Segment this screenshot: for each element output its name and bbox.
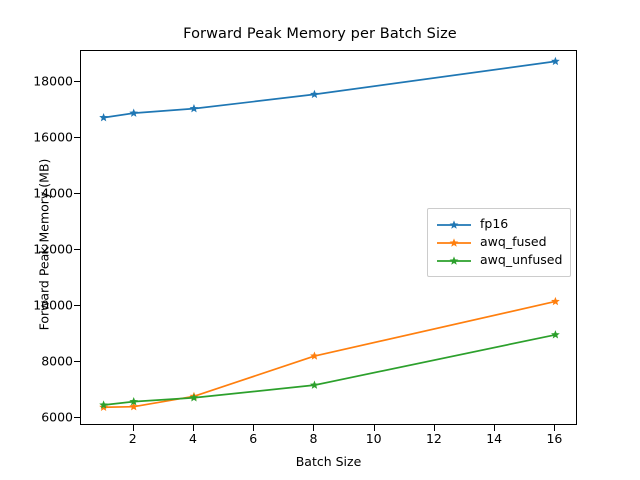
y-tick-mark — [74, 416, 80, 418]
legend-label: awq_fused — [480, 234, 547, 249]
data-point-marker — [551, 296, 560, 306]
y-tick-label: 10000 — [33, 297, 73, 313]
x-tick-mark — [554, 425, 556, 431]
y-tick-mark — [74, 136, 80, 138]
x-tick-label: 12 — [425, 431, 442, 446]
series-awq_fused — [99, 296, 560, 411]
data-point-marker — [99, 113, 108, 122]
y-tick-label: 16000 — [33, 129, 73, 145]
plot-series-svg — [99, 56, 560, 411]
data-point-marker — [129, 397, 139, 406]
x-tick-mark — [494, 425, 496, 431]
y-tick-mark — [74, 304, 80, 306]
y-axis-tick-labels: 6000 8000 10000 12000 14000 16000 18000 — [7, 0, 73, 480]
x-tick-label: 14 — [486, 431, 503, 446]
legend-marker-icon — [436, 235, 472, 249]
series-fp16 — [99, 56, 560, 122]
legend-item-fp16[interactable]: fp16 — [436, 215, 562, 233]
series-line — [102, 333, 557, 406]
x-tick-mark — [132, 425, 134, 431]
legend-label: fp16 — [480, 216, 509, 231]
y-tick-mark — [74, 192, 80, 194]
series-line — [102, 60, 557, 119]
x-tick-label: 6 — [249, 431, 258, 446]
x-tick-mark — [373, 425, 375, 431]
x-axis-label: Batch Size — [295, 454, 362, 469]
x-tick-mark — [192, 425, 194, 431]
y-tick-mark — [74, 248, 80, 250]
data-point-marker — [129, 108, 139, 117]
data-point-marker — [99, 400, 108, 409]
y-axis-label: Forward Peak Memory (MB) — [36, 158, 52, 331]
y-tick-mark — [74, 360, 80, 362]
legend-item-awq_unfused[interactable]: awq_unfused — [436, 251, 562, 269]
series-line — [102, 300, 557, 409]
data-point-marker — [310, 89, 319, 99]
chart-legend: fp16 awq_fused awq_unfused — [427, 208, 571, 277]
x-tick-label: 4 — [188, 431, 197, 446]
legend-item-awq_fused[interactable]: awq_fused — [436, 233, 562, 251]
y-tick-label: 18000 — [33, 73, 73, 89]
data-point-marker — [310, 351, 319, 360]
data-point-marker — [189, 104, 199, 113]
legend-label: awq_unfused — [480, 252, 563, 267]
x-tick-mark — [253, 425, 255, 431]
series-awq_unfused — [99, 330, 560, 409]
x-tick-label: 2 — [128, 431, 137, 446]
y-tick-mark — [74, 80, 80, 82]
chart-title: Forward Peak Memory per Batch Size — [183, 26, 457, 42]
y-tick-label: 14000 — [33, 185, 73, 201]
data-point-marker — [551, 330, 560, 339]
legend-marker-icon — [436, 253, 472, 267]
x-tick-label: 16 — [546, 431, 563, 446]
y-tick-label: 12000 — [33, 241, 73, 257]
data-point-marker — [551, 56, 560, 66]
y-tick-label: 6000 — [41, 409, 73, 425]
x-tick-mark — [313, 425, 315, 431]
x-tick-label: 10 — [365, 431, 382, 446]
data-point-marker — [310, 380, 319, 389]
x-tick-mark — [433, 425, 435, 431]
data-point-marker — [129, 402, 139, 411]
data-point-marker — [189, 393, 199, 402]
x-tick-label: 8 — [309, 431, 318, 446]
y-tick-label: 8000 — [41, 353, 73, 369]
legend-marker-icon — [436, 217, 472, 231]
